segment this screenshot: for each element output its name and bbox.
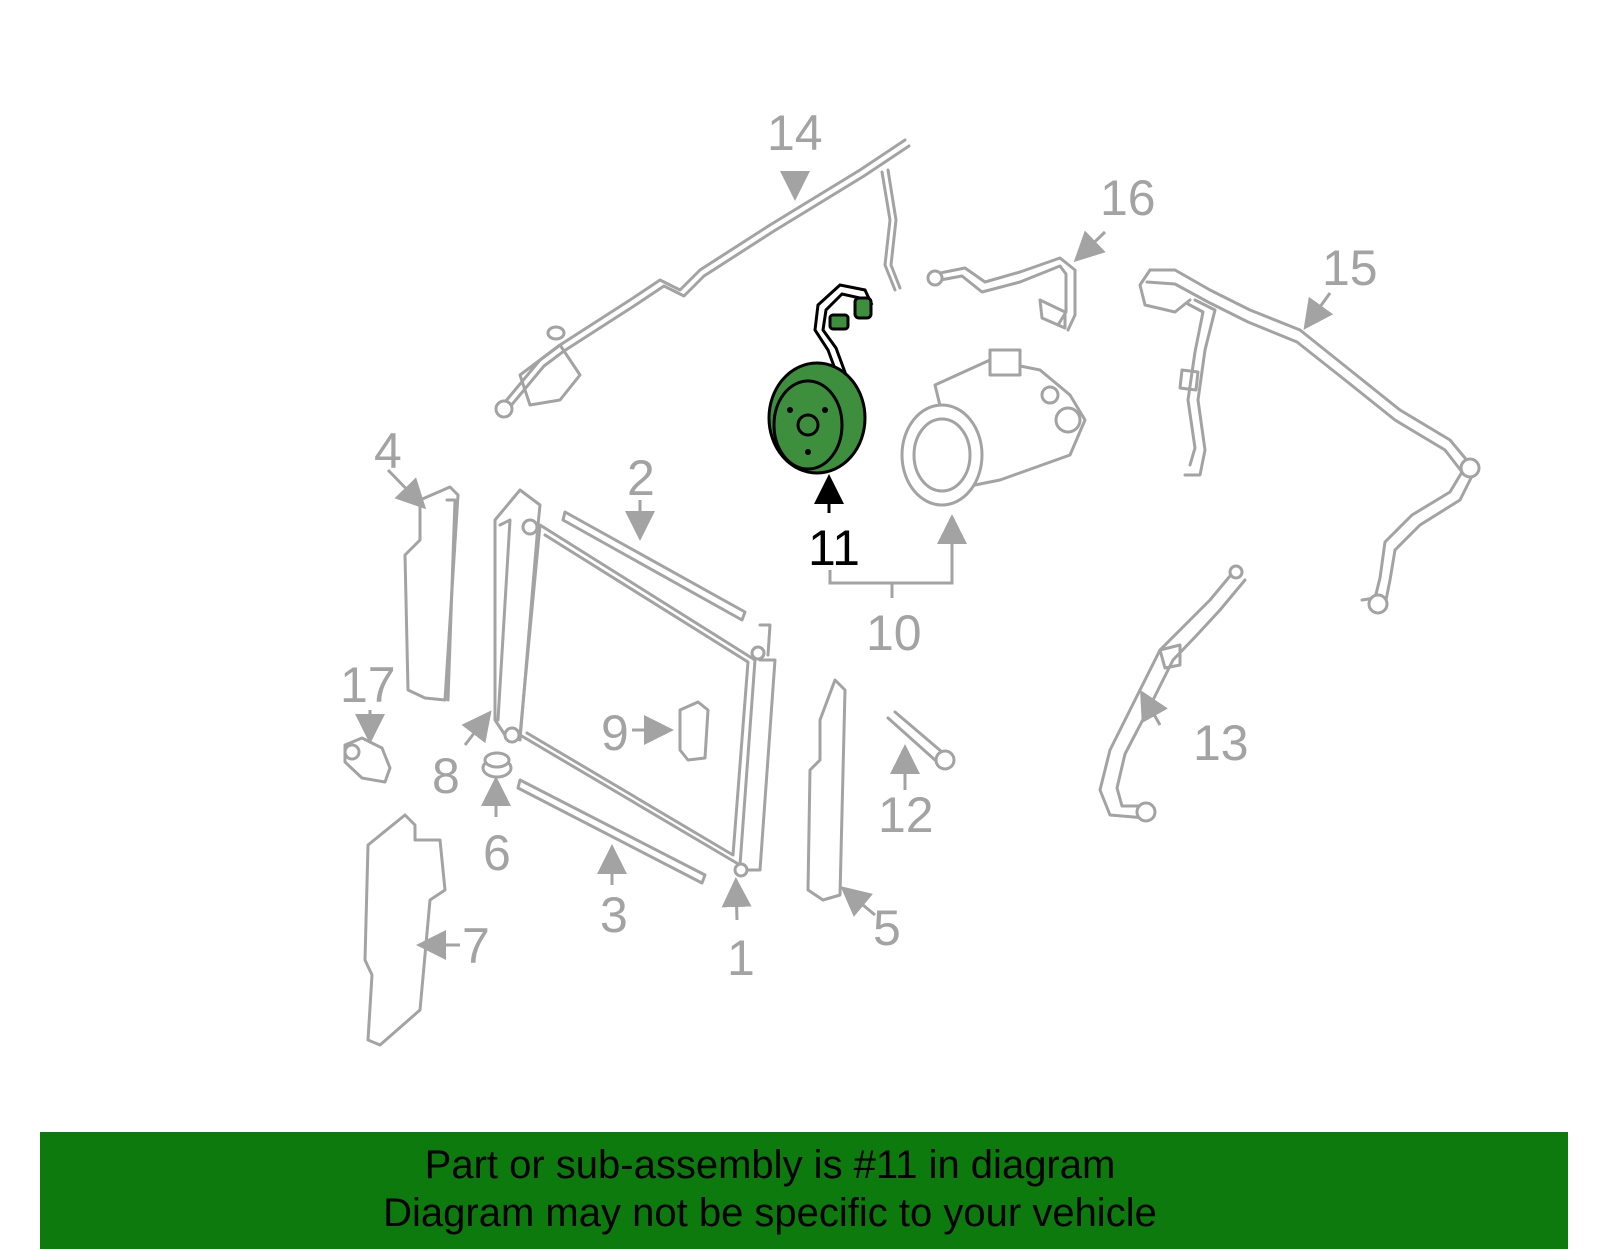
callout-8: 8 xyxy=(432,748,460,804)
banner-part-number-text: Part or sub-assembly is #11 in diagram xyxy=(424,1143,1116,1187)
part-1-condenser xyxy=(518,523,777,878)
callout-17: 17 xyxy=(340,657,396,713)
part-4-air-guide xyxy=(403,485,460,702)
part-3-seal xyxy=(516,778,707,885)
part-15-ac-line xyxy=(1138,268,1481,615)
part-7-air-guide xyxy=(363,813,447,1047)
part-2-seal xyxy=(561,510,747,622)
part-10-compressor xyxy=(900,348,1087,507)
info-banner: Part or sub-assembly is #11 in diagram D… xyxy=(40,1132,1568,1249)
callout-12: 12 xyxy=(878,787,934,843)
part-13-hose xyxy=(1098,564,1247,823)
callout-1: 1 xyxy=(727,930,755,986)
part-5-air-guide xyxy=(806,678,847,902)
callout-labels: 14 16 15 4 2 11 10 17 8 9 12 13 6 3 1 5 … xyxy=(340,105,1378,986)
part-6-grommet xyxy=(481,751,513,779)
callout-6: 6 xyxy=(483,825,511,881)
callout-16: 16 xyxy=(1100,170,1156,226)
part-17-sensor xyxy=(343,736,392,784)
callout-3: 3 xyxy=(600,887,628,943)
callout-7: 7 xyxy=(462,918,490,974)
callout-4: 4 xyxy=(374,423,402,479)
callout-2: 2 xyxy=(627,450,655,506)
part-9-bracket xyxy=(678,700,710,762)
part-16-ac-line xyxy=(926,256,1077,332)
part-8-radiator-support xyxy=(493,488,542,744)
banner-disclaimer-text: Diagram may not be specific to your vehi… xyxy=(383,1191,1157,1235)
part-12-bolt xyxy=(886,710,956,771)
part-14-ac-line xyxy=(494,138,911,419)
callout-10: 10 xyxy=(866,605,922,661)
parts-diagram: 14 16 15 4 2 11 10 17 8 9 12 13 6 3 1 5 … xyxy=(340,105,1481,1047)
callout-11: 11 xyxy=(808,520,860,576)
callout-15: 15 xyxy=(1322,240,1378,296)
part-11-compressor-clutch xyxy=(767,283,874,475)
callout-14: 14 xyxy=(767,105,823,161)
leader-lines xyxy=(355,171,1334,960)
callout-5: 5 xyxy=(873,900,901,956)
callout-9: 9 xyxy=(601,705,629,761)
callout-13: 13 xyxy=(1193,715,1249,771)
